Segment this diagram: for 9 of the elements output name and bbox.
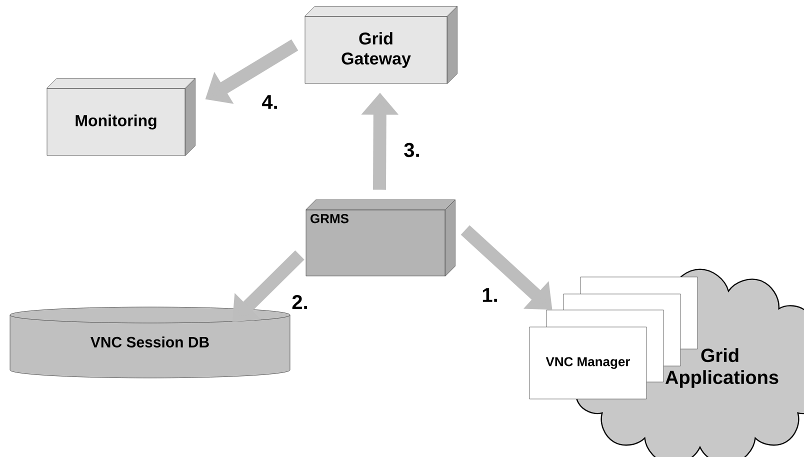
edge-label: 4. xyxy=(262,95,277,109)
component-box: Grid Gateway xyxy=(304,6,458,84)
edge-label: 1. xyxy=(482,288,497,302)
database-cylinder: VNC Session DB xyxy=(10,306,290,378)
edge-label: 3. xyxy=(404,142,419,158)
edge-label: 2. xyxy=(292,295,307,309)
component-box: GRMS xyxy=(306,200,456,276)
component-box: Monitoring xyxy=(46,78,196,156)
window-card: VNC Manager xyxy=(529,326,647,400)
